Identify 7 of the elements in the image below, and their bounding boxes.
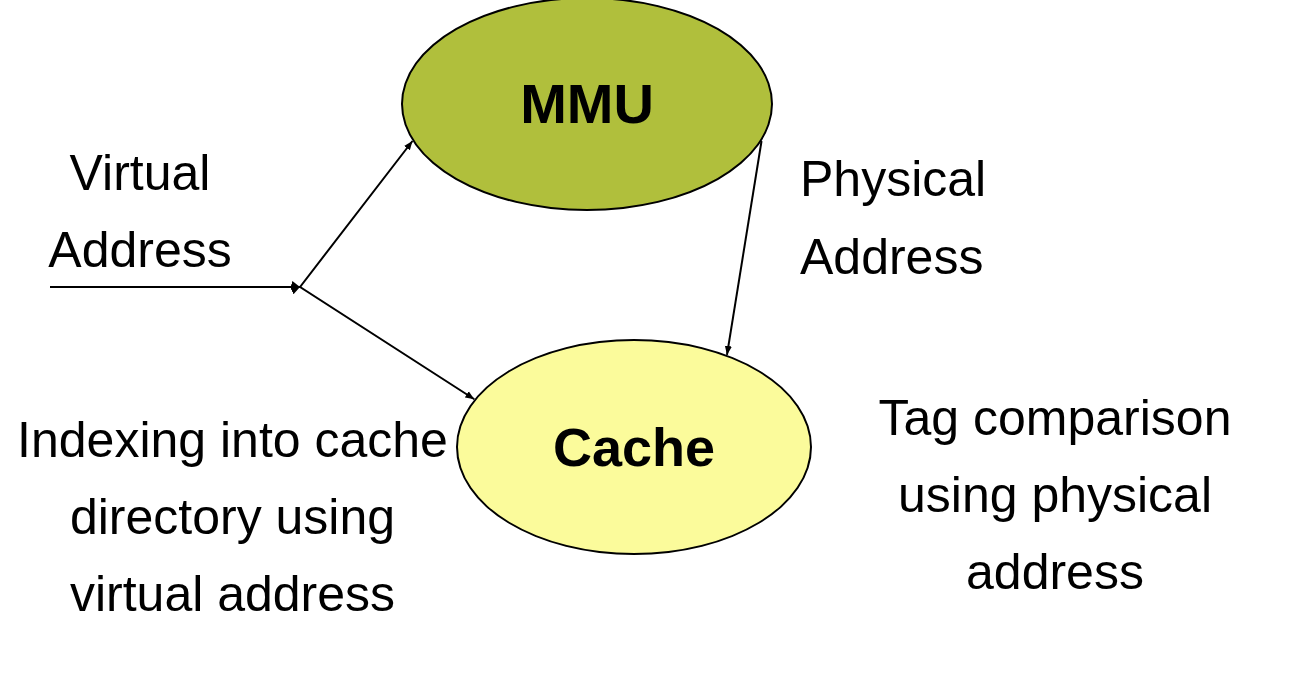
annotation-text: Tag comparison using physical address (877, 389, 1233, 602)
annotation-text: Indexing into cache directory using virtual address (16, 411, 449, 624)
arrow (724, 140, 763, 356)
node-label: Cache (552, 420, 716, 474)
annotation-text: Virtual Address (47, 144, 233, 280)
node-label: MMU (520, 76, 654, 132)
arrow (49, 281, 476, 401)
